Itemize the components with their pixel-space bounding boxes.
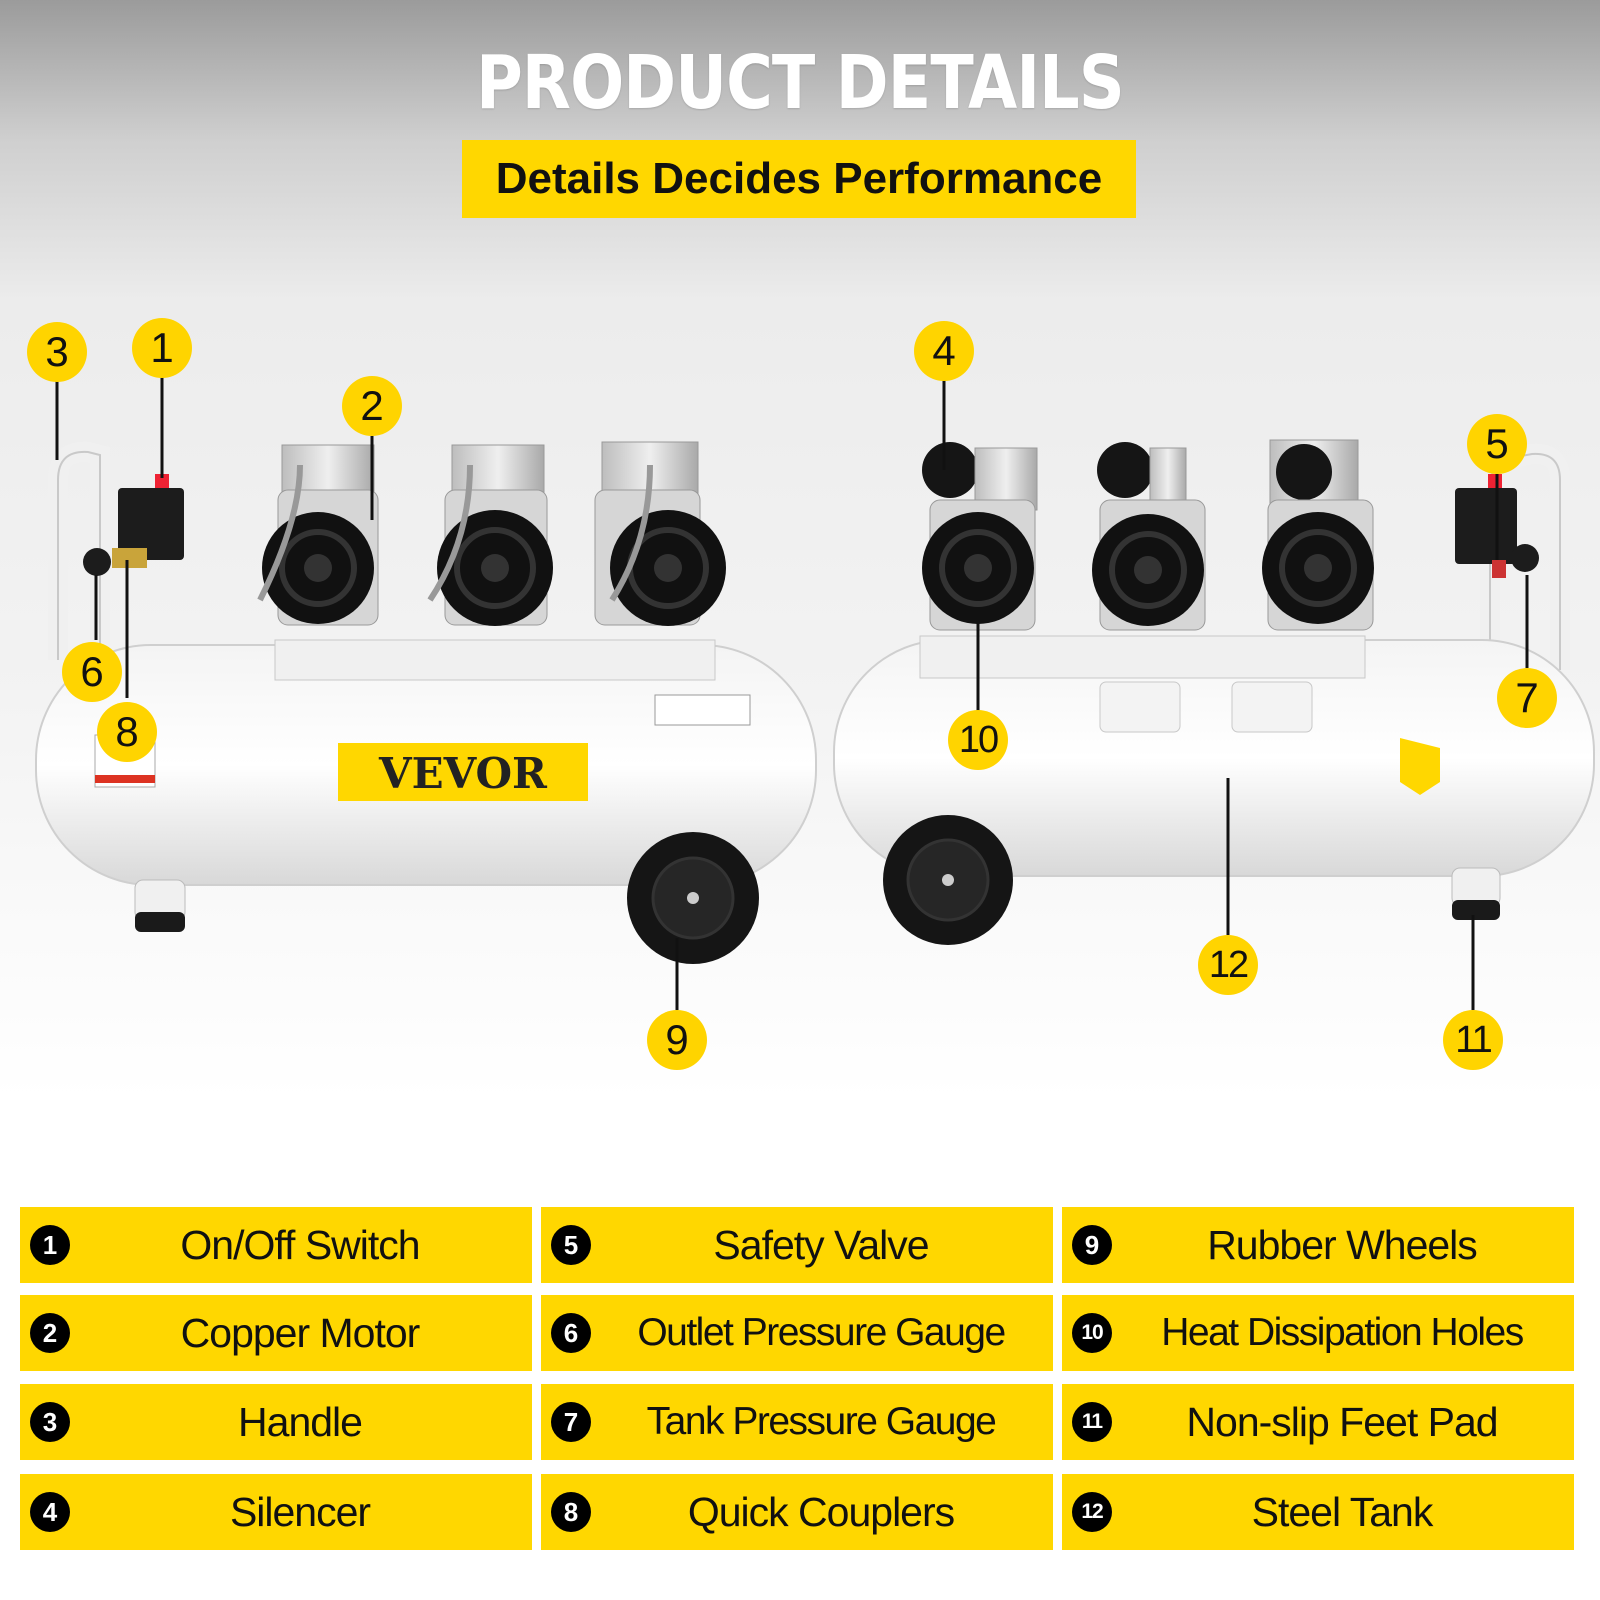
legend-number-badge: 5 bbox=[551, 1225, 591, 1265]
legend-label: On/Off Switch bbox=[180, 1221, 420, 1268]
brand-logo-plate bbox=[338, 743, 588, 801]
legend-item-silencer: 4 Silencer bbox=[20, 1474, 532, 1550]
page-title: PRODUCT DETAILS bbox=[476, 40, 1125, 126]
bracket-right-2 bbox=[1231, 681, 1313, 733]
callout-4: 4 bbox=[914, 321, 974, 381]
legend-number-badge: 8 bbox=[551, 1492, 591, 1532]
gauge-right bbox=[1511, 544, 1539, 572]
callout-10: 10 bbox=[948, 710, 1008, 770]
legend-item-tank-pressure-gauge: 7 Tank Pressure Gauge bbox=[541, 1384, 1053, 1460]
legend-number-badge: 7 bbox=[551, 1402, 591, 1442]
product-illustration: VEVOR bbox=[35, 375, 1595, 1010]
legend-number-badge: 11 bbox=[1072, 1402, 1112, 1442]
top-plate-right bbox=[919, 635, 1366, 679]
legend-label: Outlet Pressure Gauge bbox=[637, 1311, 1006, 1354]
legend-label: Non-slip Feet Pad bbox=[1186, 1398, 1498, 1445]
coupler-left bbox=[112, 548, 147, 568]
motor-left-2 bbox=[437, 444, 553, 626]
legend-item-handle: 3 Handle bbox=[20, 1384, 532, 1460]
wheel-right-axle bbox=[942, 874, 954, 886]
legend-label: Quick Couplers bbox=[687, 1488, 955, 1535]
motor-right-1 bbox=[922, 442, 1038, 631]
right-compressor bbox=[833, 439, 1595, 945]
legend-number-badge: 6 bbox=[551, 1313, 591, 1353]
pressure-switch-right bbox=[1455, 488, 1517, 564]
spec-label bbox=[654, 694, 751, 726]
callout-8: 8 bbox=[97, 702, 157, 762]
legend-number-badge: 2 bbox=[30, 1313, 70, 1353]
warning-label-right bbox=[1400, 738, 1440, 795]
motor-left-1 bbox=[262, 444, 379, 626]
legend-number-badge: 1 bbox=[30, 1225, 70, 1265]
legend-label: Rubber Wheels bbox=[1207, 1221, 1478, 1268]
legend-item-outlet-pressure-gauge: 6 Outlet Pressure Gauge bbox=[541, 1295, 1053, 1371]
foot-pad-left bbox=[135, 912, 185, 932]
safety-valve-right bbox=[1492, 560, 1506, 578]
motor-right-3 bbox=[1262, 439, 1374, 631]
legend-number-badge: 12 bbox=[1072, 1492, 1112, 1532]
callout-11: 11 bbox=[1443, 1010, 1503, 1070]
legend-item-onoff-switch: 1 On/Off Switch bbox=[20, 1207, 532, 1283]
legend-label: Steel Tank bbox=[1251, 1488, 1434, 1535]
foot-pad-right bbox=[1452, 900, 1500, 920]
legend-label: Handle bbox=[238, 1398, 363, 1445]
legend-item-steel-tank: 12 Steel Tank bbox=[1062, 1474, 1574, 1550]
callout-12: 12 bbox=[1198, 935, 1258, 995]
warning-stripe bbox=[95, 775, 155, 783]
legend-item-non-slip-feet-pad: 11 Non-slip Feet Pad bbox=[1062, 1384, 1574, 1460]
legend-number-badge: 9 bbox=[1072, 1225, 1112, 1265]
legend-label: Tank Pressure Gauge bbox=[646, 1400, 997, 1443]
legend-item-rubber-wheels: 9 Rubber Wheels bbox=[1062, 1207, 1574, 1283]
legend-item-quick-couplers: 8 Quick Couplers bbox=[541, 1474, 1053, 1550]
hose-left-3 bbox=[609, 464, 653, 602]
legend-label: Heat Dissipation Holes bbox=[1161, 1311, 1524, 1354]
left-compressor: VEVOR bbox=[35, 441, 817, 964]
brand-logo: VEVOR bbox=[378, 749, 548, 798]
callout-9: 9 bbox=[647, 1010, 707, 1070]
handle-left-outline bbox=[57, 450, 101, 660]
onoff-button-left bbox=[155, 474, 169, 488]
legend-label: Copper Motor bbox=[180, 1309, 421, 1356]
hose-left-2 bbox=[427, 464, 473, 602]
wheel-left-axle bbox=[687, 892, 699, 904]
onoff-button-right bbox=[1488, 474, 1502, 488]
callout-7: 7 bbox=[1497, 668, 1557, 728]
legend-label: Silencer bbox=[229, 1488, 371, 1535]
callout-5: 5 bbox=[1467, 414, 1527, 474]
leader-lines bbox=[55, 375, 1529, 1010]
pressure-switch-left bbox=[118, 488, 184, 560]
motor-right-2 bbox=[1092, 442, 1206, 631]
callout-6: 6 bbox=[62, 642, 122, 702]
subtitle-banner: Details Decides Performance bbox=[462, 140, 1136, 218]
subtitle-text: Details Decides Performance bbox=[495, 154, 1103, 203]
callout-2: 2 bbox=[342, 376, 402, 436]
bracket-right-1 bbox=[1099, 681, 1181, 733]
legend-item-heat-dissipation-holes: 10 Heat Dissipation Holes bbox=[1062, 1295, 1574, 1371]
legend-number-badge: 10 bbox=[1072, 1313, 1112, 1353]
legend-item-copper-motor: 2 Copper Motor bbox=[20, 1295, 532, 1371]
callout-1: 1 bbox=[132, 318, 192, 378]
legend-item-safety-valve: 5 Safety Valve bbox=[541, 1207, 1053, 1283]
top-plate-left bbox=[274, 639, 716, 681]
legend-number-badge: 3 bbox=[30, 1402, 70, 1442]
legend-number-badge: 4 bbox=[30, 1492, 70, 1532]
hose-left-1 bbox=[257, 464, 303, 602]
gauge-left bbox=[83, 548, 111, 576]
callout-3: 3 bbox=[27, 322, 87, 382]
legend-label: Safety Valve bbox=[713, 1221, 929, 1268]
